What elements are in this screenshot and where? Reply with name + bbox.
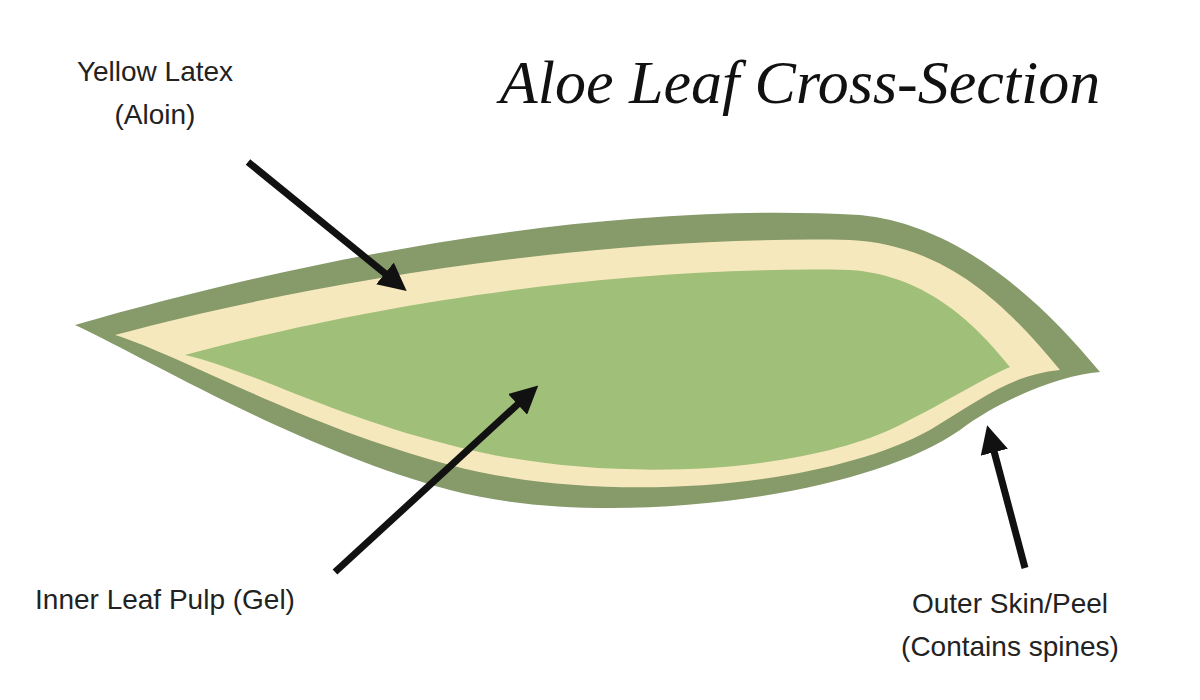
leader-arrow [248,162,398,284]
callout-label: Outer Skin/Peel (Contains spines) [870,582,1150,669]
leader-arrow [990,436,1025,568]
callout-label: Inner Leaf Pulp (Gel) [30,578,300,621]
leader-arrow [335,393,530,572]
inner-pulp [185,270,1010,470]
latex-layer [115,240,1060,488]
callout-label: Yellow Latex (Aloin) [48,50,263,137]
outer-skin [75,213,1100,508]
diagram-title: Aloe Leaf Cross-Section [500,48,1100,116]
